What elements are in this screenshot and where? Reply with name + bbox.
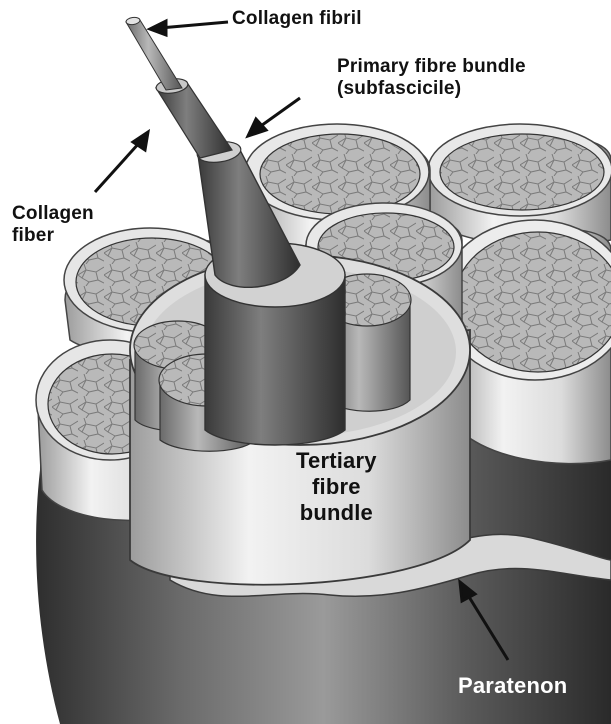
label-paratenon: Paratenon bbox=[458, 675, 567, 697]
arrow-collagen-fiber bbox=[95, 142, 140, 192]
label-tertiary-fibre-bundle: Tertiary fibre bundle bbox=[296, 448, 377, 526]
label-tertiary-line1: Tertiary bbox=[296, 448, 377, 474]
label-primary-line2: (subfascicile) bbox=[337, 78, 526, 100]
label-collagen-fibril-text: Collagen fibril bbox=[232, 8, 362, 30]
label-primary-fibre-bundle: Primary fibre bundle (subfascicile) bbox=[337, 56, 526, 100]
label-primary-line1: Primary fibre bundle bbox=[337, 56, 526, 78]
label-tertiary-line2: fibre bbox=[296, 474, 377, 500]
arrow-collagen-fibril bbox=[160, 22, 228, 28]
label-collagen-fibril: Collagen fibril bbox=[232, 8, 362, 30]
label-paratenon-text: Paratenon bbox=[458, 675, 567, 697]
label-collagen-fiber: Collagen fiber bbox=[12, 203, 94, 247]
label-fiber-line2: fiber bbox=[12, 225, 94, 247]
label-fiber-line1: Collagen bbox=[12, 203, 94, 225]
arrow-primary-bundle bbox=[258, 98, 300, 128]
label-tertiary-line3: bundle bbox=[296, 500, 377, 526]
